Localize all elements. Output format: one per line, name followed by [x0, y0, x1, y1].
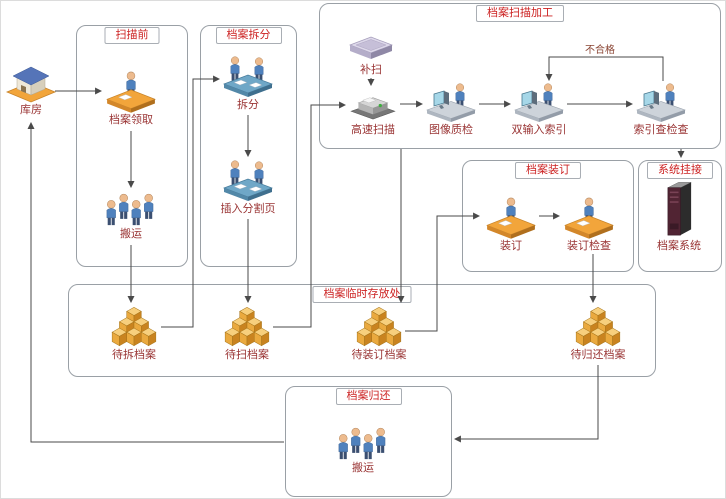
clerk-desk-icon: [563, 197, 615, 239]
node-receive: 档案领取: [91, 71, 171, 127]
box-stack-icon: [221, 306, 273, 348]
flatbed-scanner-icon: [347, 33, 395, 63]
node-pending-return-label: 待归还档案: [570, 349, 626, 361]
node-insert-divider-label: 插入分割页: [220, 203, 276, 215]
node-receive-label: 档案领取: [109, 114, 153, 126]
edge-pendingsplit-split: [161, 75, 221, 328]
porters-icon: [105, 191, 157, 227]
node-image-qc-label: 图像质检: [429, 124, 473, 136]
node-archive-system: 档案系统: [644, 179, 714, 253]
clerk-desk-icon: [485, 197, 537, 239]
node-transport-out-label: 搬运: [352, 462, 374, 474]
edge-pendingbind-bind: [405, 212, 481, 332]
node-bind-check-label: 装订检查: [567, 240, 611, 252]
edge-indexcheck-doubleentry-unqualified: [545, 56, 664, 82]
node-index-check: 索引查检查: [619, 83, 703, 137]
clerk-desk-icon: [105, 71, 157, 113]
node-double-entry-index: 双输入索引: [497, 83, 581, 137]
box-stack-icon: [108, 306, 160, 348]
node-pending-scan: 待扫档案: [205, 306, 289, 362]
node-warehouse-label: 库房: [20, 104, 42, 116]
node-pending-split: 待拆档案: [92, 306, 176, 362]
group-split: 档案拆分: [200, 25, 297, 267]
box-stack-icon: [353, 306, 405, 348]
edge-pendingscan-hsscan: [273, 101, 347, 328]
warehouse-icon: [5, 55, 57, 103]
node-archive-system-label: 档案系统: [657, 240, 701, 252]
node-patch-scan-label: 补扫: [360, 64, 382, 76]
edge-label-unqualified: 不合格: [585, 45, 615, 56]
node-pending-scan-label: 待扫档案: [225, 349, 269, 361]
porters-icon: [337, 425, 389, 461]
node-pending-return: 待归还档案: [553, 306, 643, 362]
node-pending-bind-label: 待装订档案: [351, 349, 407, 361]
node-transport-in: 搬运: [91, 191, 171, 241]
node-bind-label: 装订: [500, 240, 522, 252]
node-patch-scan: 补扫: [331, 33, 411, 77]
node-split: 拆分: [208, 56, 288, 112]
group-binding-title: 档案装订: [515, 162, 581, 179]
node-pending-bind: 待装订档案: [334, 306, 424, 362]
group-system-link-title: 系统挂接: [647, 162, 713, 179]
box-stack-icon: [572, 306, 624, 348]
node-bind-check: 装订检查: [549, 197, 629, 253]
group-scan-processing-title: 档案扫描加工: [476, 5, 564, 22]
group-temp-storage-title: 档案临时存放处: [312, 286, 412, 303]
high-speed-scanner-icon: [348, 87, 398, 123]
node-split-label: 拆分: [237, 99, 259, 111]
computer-operator-icon: [635, 83, 687, 123]
team-desk-icon: [222, 160, 274, 202]
group-scan-processing: 档案扫描加工: [319, 3, 721, 149]
edge-pendingreturn-transportout: [453, 365, 599, 443]
node-index-check-label: 索引查检查: [633, 124, 689, 136]
computer-operator-icon: [513, 83, 565, 123]
node-pending-split-label: 待拆档案: [112, 349, 156, 361]
group-pre-scan-title: 扫描前: [104, 27, 160, 44]
node-transport-in-label: 搬运: [120, 228, 142, 240]
node-warehouse: 库房: [1, 55, 61, 117]
server-icon: [662, 179, 697, 239]
group-return-title: 档案归还: [335, 388, 402, 405]
node-high-speed-scan: 高速扫描: [333, 87, 413, 137]
edge-transportout-warehouse: [27, 121, 284, 443]
computer-operator-icon: [425, 83, 477, 123]
node-transport-out: 搬运: [323, 425, 403, 475]
group-split-title: 档案拆分: [215, 27, 282, 44]
node-double-entry-index-label: 双输入索引: [511, 124, 567, 136]
node-high-speed-scan-label: 高速扫描: [351, 124, 395, 136]
node-insert-divider: 插入分割页: [206, 160, 290, 216]
group-pre-scan: 扫描前: [76, 25, 188, 267]
team-desk-icon: [222, 56, 274, 98]
node-bind: 装订: [471, 197, 551, 253]
node-image-qc: 图像质检: [409, 83, 493, 137]
